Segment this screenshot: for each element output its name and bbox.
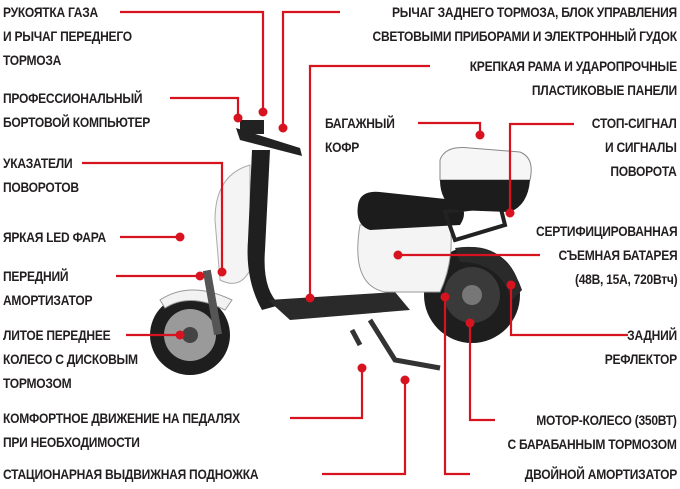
label-line: ТОРМОЗОМ — [3, 375, 72, 391]
label-motor: МОТОР-КОЛЕСО (350ВТ) С БАРАБАННЫМ ТОРМОЗ… — [508, 408, 677, 456]
label-line: КРЕПКАЯ РАМА И УДАРОПРОЧНЫЕ — [469, 58, 677, 74]
label-line: ЯРКАЯ LED ФАРА — [3, 229, 106, 245]
label-rear-brake: РЫЧАГ ЗАДНЕГО ТОРМОЗА, БЛОК УПРАВЛЕНИЯ С… — [372, 0, 678, 48]
marker-dot — [258, 107, 268, 117]
marker-dot — [217, 267, 227, 277]
label-battery: СЕРТИФИЦИРОВАННАЯ СЪЕМНАЯ БАТАРЕЯ (48В, … — [535, 219, 678, 291]
label-line: РЕФЛЕКТОР — [604, 351, 677, 367]
marker-dots — [175, 107, 516, 385]
label-turn-signals: УКАЗАТЕЛИ ПОВОРОТОВ — [3, 151, 79, 199]
seat — [357, 191, 464, 230]
label-line: ДВОЙНОЙ АМОРТИЗАТОР — [524, 466, 677, 482]
marker-dot — [393, 250, 403, 260]
label-line: И РЫЧАГ ПЕРЕДНЕГО — [3, 28, 132, 44]
label-line: ПЛАСТИКОВЫЕ ПАНЕЛИ — [531, 82, 677, 98]
label-line: ПРОФЕССИОНАЛЬНЫЙ — [3, 90, 143, 106]
scooter — [150, 120, 532, 375]
marker-dot — [475, 130, 485, 140]
label-rear-reflector: ЗАДНИЙ РЕФЛЕКТОР — [605, 323, 677, 371]
steering-column — [247, 150, 280, 310]
label-line: СТОП-СИГНАЛ — [592, 115, 677, 131]
marker-dot — [400, 375, 410, 385]
label-throttle: РУКОЯТКА ГАЗА И РЫЧАГ ПЕРЕДНЕГО ТОРМОЗА — [3, 0, 132, 72]
label-line: КОФР — [325, 139, 359, 155]
label-line: УКАЗАТЕЛИ — [3, 155, 73, 171]
label-front-shock: ПЕРЕДНИЙ АМОРТИЗАТОР — [3, 264, 92, 312]
label-line: И СИГНАЛЫ — [605, 139, 677, 155]
label-frame: КРЕПКАЯ РАМА И УДАРОПРОЧНЫЕ ПЛАСТИКОВЫЕ … — [470, 54, 677, 102]
top-case — [439, 147, 532, 181]
marker-dot — [357, 363, 367, 373]
marker-dot — [440, 292, 450, 302]
label-line: РУКОЯТКА ГАЗА — [3, 4, 98, 20]
label-line: С БАРАБАННЫМ ТОРМОЗОМ — [507, 436, 677, 452]
footboard — [268, 292, 410, 320]
label-line: БОРТОВОЙ КОМПЬЮТЕР — [3, 114, 151, 130]
handlebar — [236, 128, 302, 156]
label-line: ЗАДНИЙ — [627, 327, 677, 343]
label-line: МОТОР-КОЛЕСО (350ВТ) — [536, 412, 678, 428]
label-trunk: БАГАЖНЫЙ КОФР — [325, 111, 395, 159]
marker-dot — [278, 123, 288, 133]
label-line: ЛИТОЕ ПЕРЕДНЕЕ — [3, 327, 111, 343]
label-front-wheel: ЛИТОЕ ПЕРЕДНЕЕ КОЛЕСО С ДИСКОВЫМ ТОРМОЗО… — [3, 323, 138, 395]
label-line: АМОРТИЗАТОР — [3, 292, 93, 308]
marker-dot — [465, 318, 475, 328]
label-kickstand: СТАЦИОНАРНАЯ ВЫДВИЖНАЯ ПОДНОЖКА — [3, 462, 259, 486]
rear-fender — [455, 246, 522, 300]
marker-dot — [506, 280, 516, 290]
label-line: ПОВОРОТОВ — [3, 179, 79, 195]
kickstand — [367, 318, 441, 371]
label-line: КОМФОРТНОЕ ДВИЖЕНИЕ НА ПЕДАЛЯХ — [3, 410, 240, 426]
label-line: СВЕТОВЫМИ ПРИБОРАМИ И ЭЛЕКТРОННЫЙ ГУДОК — [372, 28, 678, 44]
marker-dot — [175, 232, 185, 242]
leader-lines — [82, 10, 628, 476]
label-headlight: ЯРКАЯ LED ФАРА — [3, 225, 106, 249]
label-line: БАГАЖНЫЙ — [325, 115, 395, 131]
label-line: ТОРМОЗА — [3, 52, 62, 68]
label-line: КОЛЕСО С ДИСКОВЫМ — [3, 351, 138, 367]
label-line: ПЕРЕДНИЙ — [3, 268, 69, 284]
label-computer: ПРОФЕССИОНАЛЬНЫЙ БОРТОВОЙ КОМПЬЮТЕР — [3, 86, 150, 134]
label-stop-signal: СТОП-СИГНАЛ И СИГНАЛЫ ПОВОРОТА — [592, 111, 677, 183]
marker-dot — [175, 330, 185, 340]
marker-dot — [505, 208, 515, 218]
label-dual-shock: ДВОЙНОЙ АМОРТИЗАТОР — [525, 462, 677, 486]
label-line: СЕРТИФИЦИРОВАННАЯ — [535, 223, 678, 239]
label-line: СЪЕМНАЯ БАТАРЕЯ — [558, 247, 677, 263]
marker-dot — [305, 293, 315, 303]
label-line: ПОВОРОТА — [610, 163, 678, 179]
label-line: ПРИ НЕОБХОДИМОСТИ — [3, 434, 140, 450]
label-pedals: КОМФОРТНОЕ ДВИЖЕНИЕ НА ПЕДАЛЯХ ПРИ НЕОБХ… — [3, 406, 240, 454]
label-line: СТАЦИОНАРНАЯ ВЫДВИЖНАЯ ПОДНОЖКА — [3, 466, 259, 482]
label-line: РЫЧАГ ЗАДНЕГО ТОРМОЗА, БЛОК УПРАВЛЕНИЯ — [392, 4, 677, 20]
label-line: (48В, 15А, 720Втч) — [574, 271, 678, 287]
marker-dot — [195, 271, 205, 281]
marker-dot — [233, 113, 243, 123]
front-shield — [214, 164, 251, 284]
